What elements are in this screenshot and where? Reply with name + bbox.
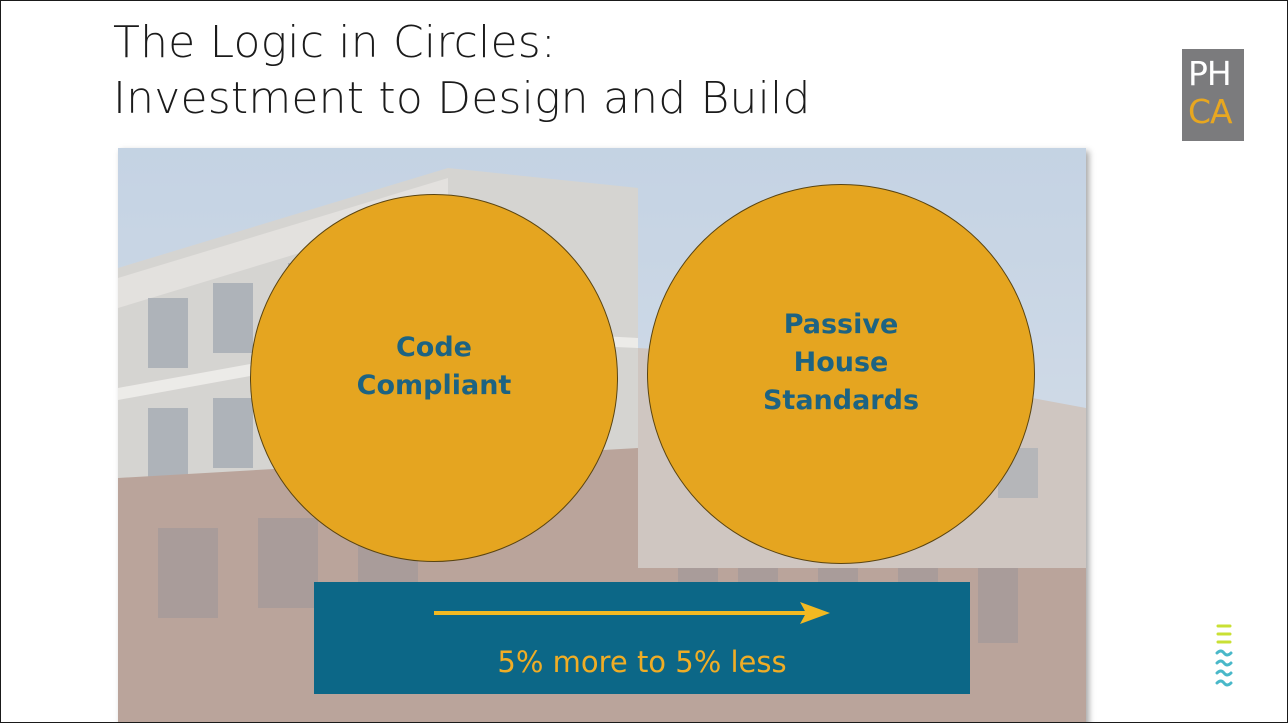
logo-text-top: PH: [1188, 54, 1232, 93]
slide-title: The Logic in Circles: Investment to Desi…: [113, 15, 811, 127]
wave-lines-icon: [1215, 624, 1233, 687]
code-compliant-label: Code Compliant: [356, 332, 512, 401]
right-arrow-icon: [434, 602, 830, 624]
cost-band-text: 5% more to 5% less: [497, 645, 787, 679]
cost-band: 5% more to 5% less: [314, 582, 970, 694]
logo-text-bottom: CA: [1188, 92, 1233, 131]
title-line-1: The Logic in Circles:: [113, 17, 556, 68]
phca-logo: PH CA: [1182, 49, 1244, 141]
passive-house-label: Passive House Standards: [762, 309, 920, 416]
passive-house-circle: Passive House Standards: [647, 184, 1035, 564]
title-line-2: Investment to Design and Build: [113, 73, 811, 124]
code-compliant-circle: Code Compliant: [250, 194, 618, 562]
